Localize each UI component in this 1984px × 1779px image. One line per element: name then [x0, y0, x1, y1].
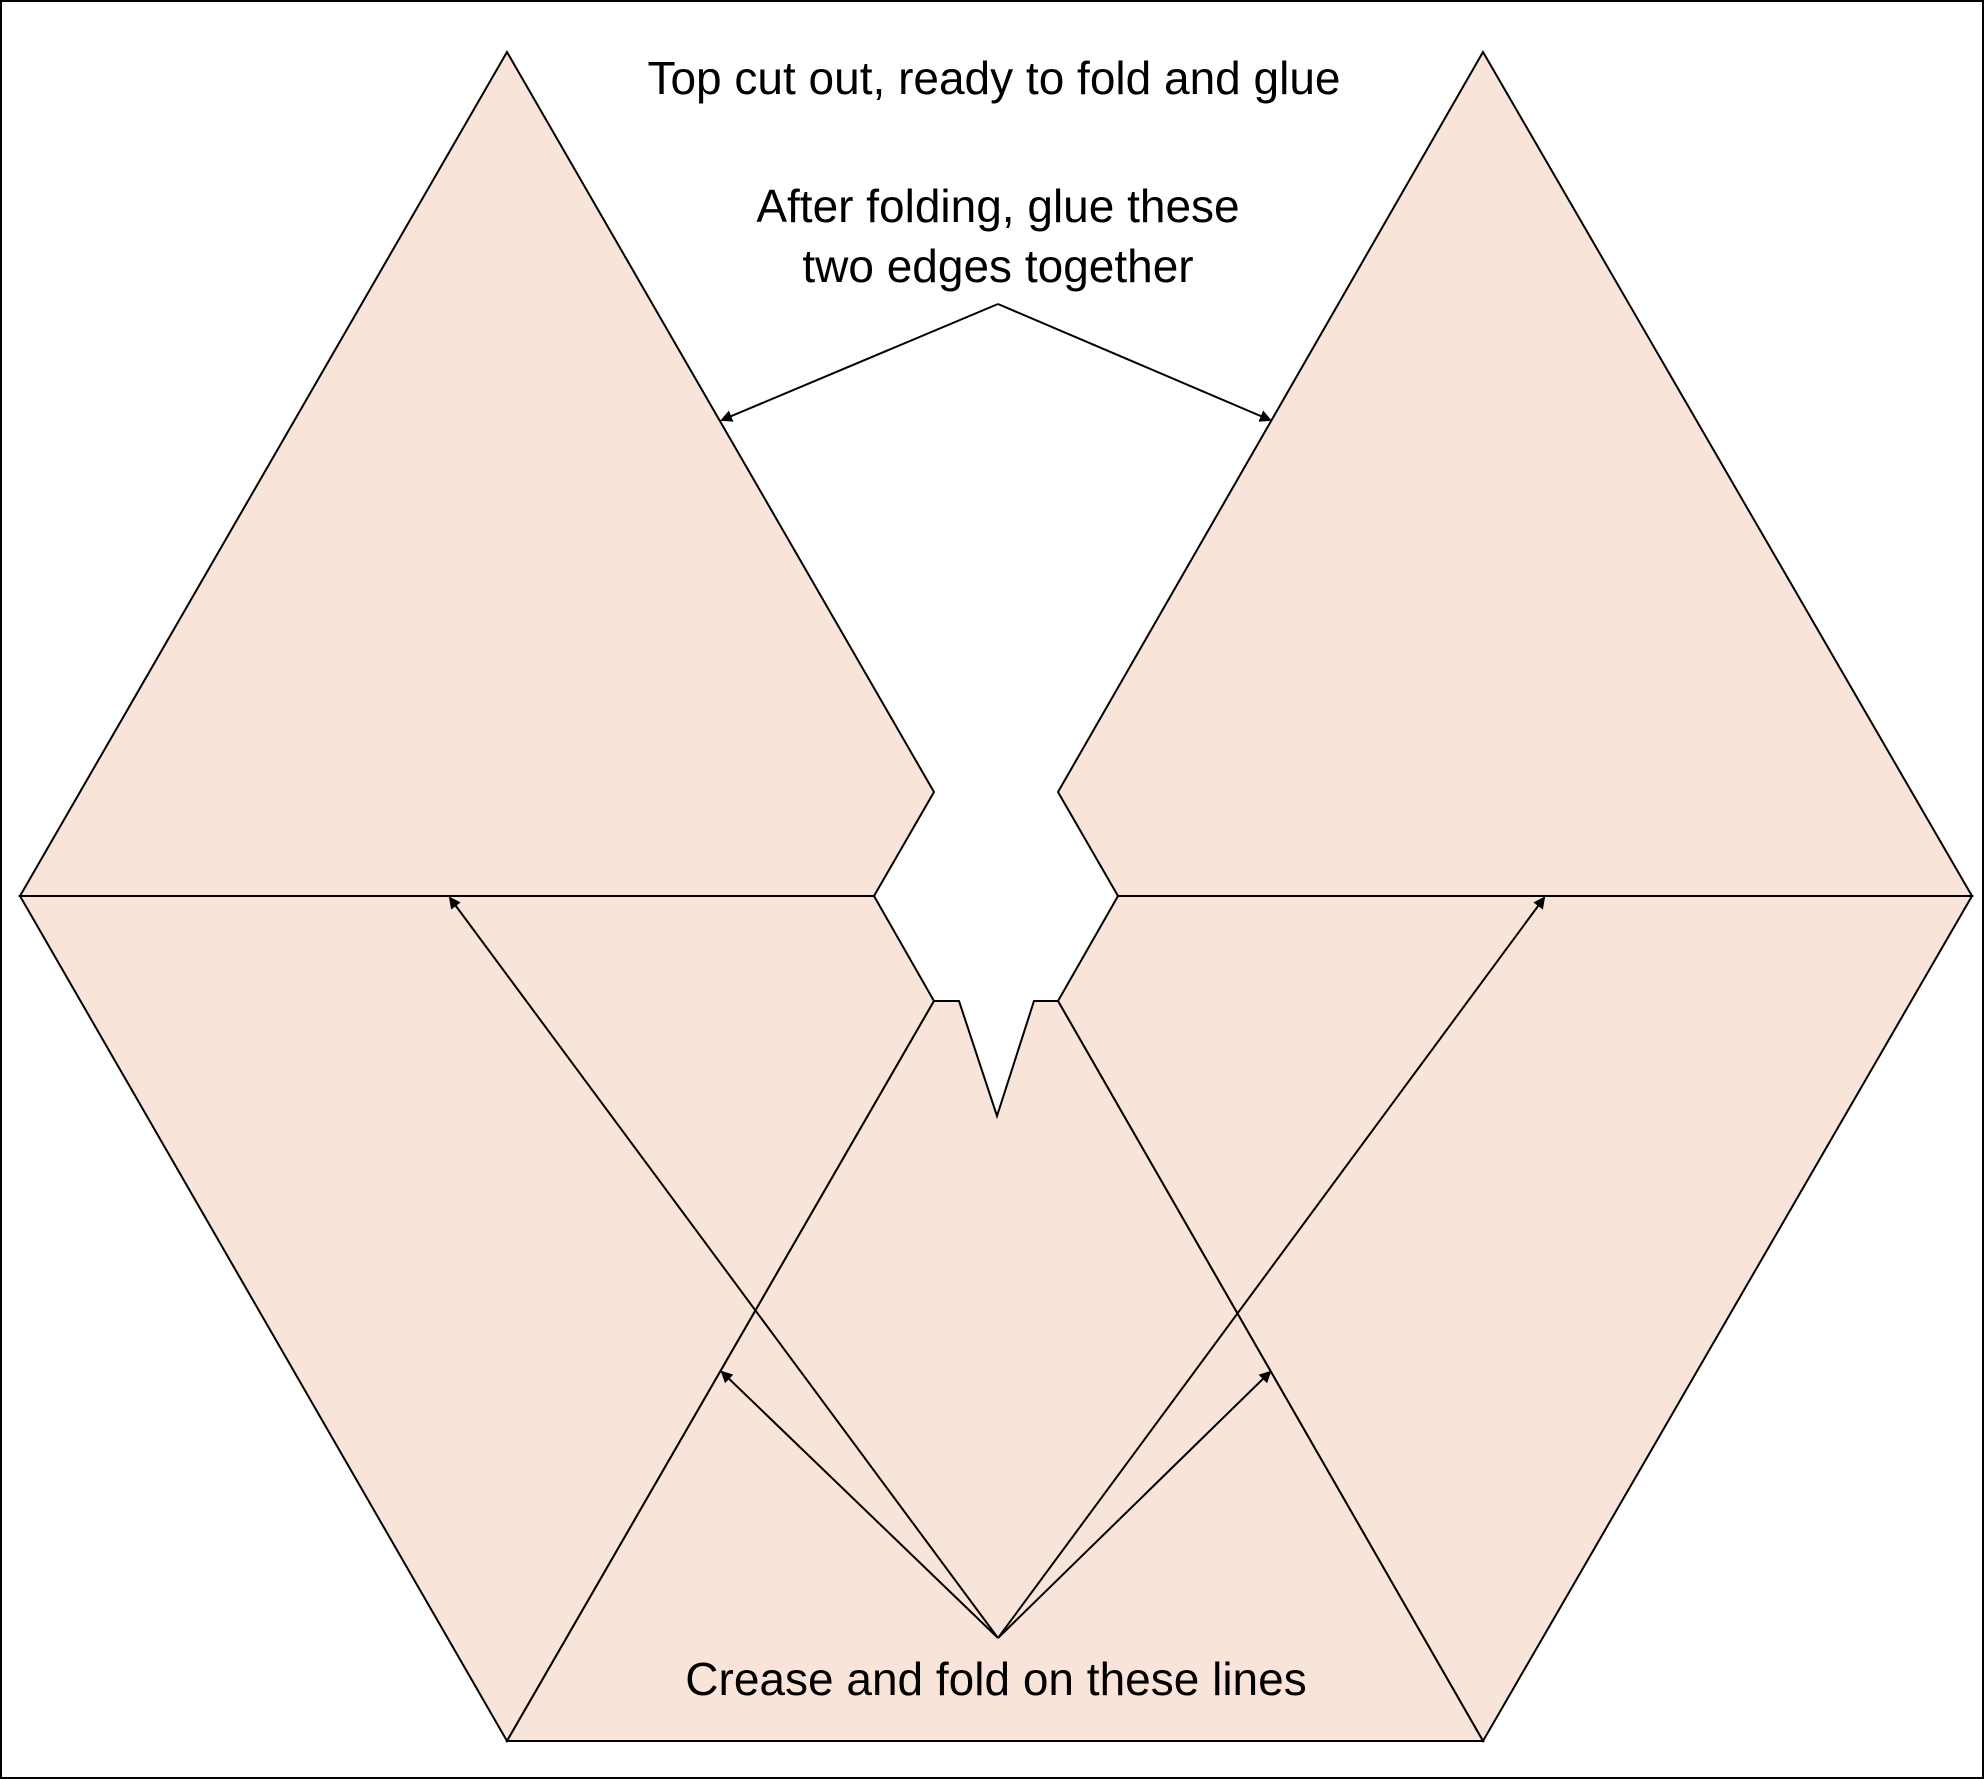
crease-note-label: Crease and fold on these lines	[685, 1653, 1306, 1705]
crease-arrows	[448, 896, 1546, 1639]
crease-arrow-far-right	[997, 896, 1546, 1639]
crease-arrow-right	[997, 1370, 1272, 1639]
crease-arrow-far-left	[448, 896, 999, 1639]
panel-top-left	[18, 49, 936, 897]
glue-arrow-right	[997, 303, 1272, 422]
panel-top-right	[1056, 49, 1974, 897]
panel-bottom-center	[505, 1000, 1485, 1742]
title-label: Top cut out, ready to fold and glue	[647, 52, 1340, 104]
crease-arrow-left	[720, 1370, 999, 1639]
glue-note-line-2: two edges together	[802, 240, 1193, 292]
glue-note-line-1: After folding, glue these	[756, 180, 1239, 232]
glue-arrows	[720, 303, 1272, 422]
cut-out-shape	[18, 49, 1974, 1744]
glue-arrow-left	[720, 303, 999, 422]
